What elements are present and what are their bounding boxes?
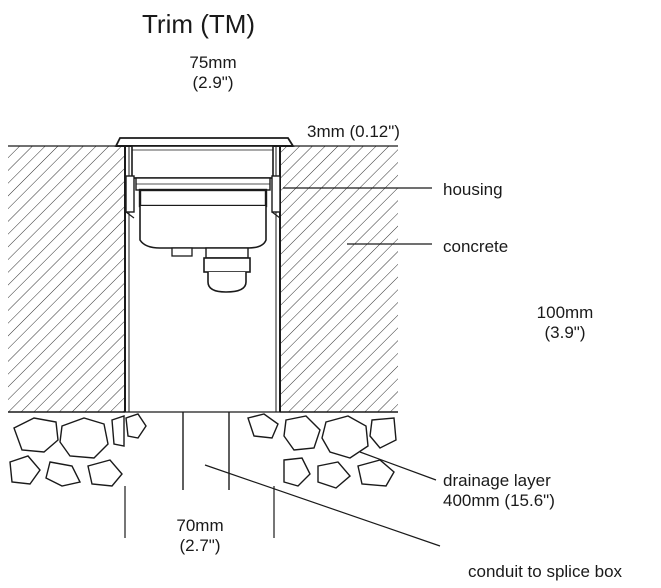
depth-in: (3.9") <box>544 322 586 342</box>
conduit-label: conduit to splice box <box>468 562 623 581</box>
conduit-width-in: (2.7") <box>179 535 221 555</box>
dimension-ticks <box>124 486 275 538</box>
housing-label: housing <box>443 180 503 199</box>
drainage-label: drainage layer 400mm (15.6") <box>443 471 555 510</box>
fixture <box>114 137 295 293</box>
conduit <box>182 412 230 490</box>
top-width-mm: 75mm <box>189 53 237 72</box>
drainage-label-depth: 400mm (15.6") <box>443 490 555 510</box>
depth-mm: 100mm <box>536 303 594 322</box>
diagram-title: Trim (TM) <box>142 9 256 39</box>
concrete-region <box>8 145 398 412</box>
leader-lines <box>204 187 441 547</box>
conduit-width-dimension: 70mm (2.7") <box>155 516 245 555</box>
concrete-label: concrete <box>443 237 509 256</box>
depth-dimension: 100mm (3.9") <box>520 303 610 342</box>
conduit-width-mm: 70mm <box>176 516 224 535</box>
drainage-label-name: drainage layer <box>443 471 551 490</box>
drainage-layer-region <box>8 411 398 489</box>
top-width-in: (2.9") <box>192 72 234 92</box>
top-width-dimension: 75mm (2.9") <box>168 53 258 92</box>
trim-thickness-dimension: 3mm (0.12") <box>307 122 400 141</box>
